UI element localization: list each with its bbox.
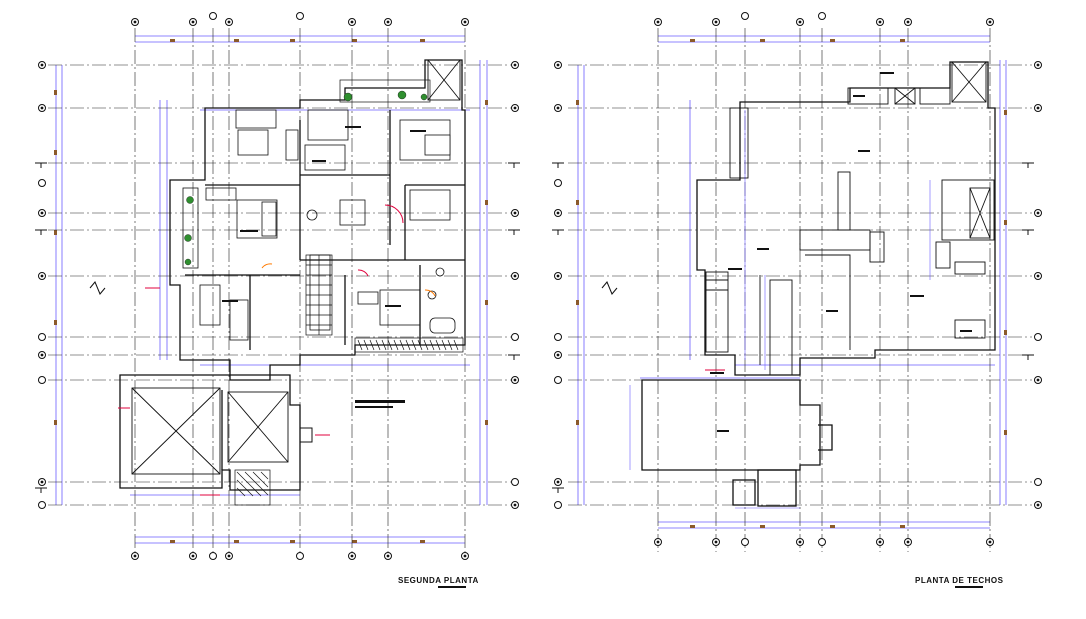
- note-block: [299, 400, 405, 443]
- plan-title-segunda-planta: SEGUNDA PLANTA: [398, 576, 479, 588]
- level-markers: [35, 162, 520, 493]
- axis-lines-right: [568, 28, 1032, 552]
- dimension-ticks-right: [576, 39, 1007, 528]
- plan-segunda-planta: [35, 12, 520, 560]
- plan-title-planta-de-techos: PLANTA DE TECHOS: [915, 576, 1003, 588]
- red-markers: [118, 287, 330, 496]
- door-swings: [261, 204, 436, 297]
- roof-elements: [705, 61, 995, 376]
- axis-bubble-cores-right: [556, 20, 1040, 544]
- title-underline: [438, 586, 466, 588]
- axis-lines: [48, 28, 512, 552]
- stair: [305, 254, 333, 336]
- axis-bubble-cores: [40, 20, 517, 558]
- furniture: [182, 109, 456, 341]
- terrace-hatch: [234, 79, 464, 506]
- plants: [184, 90, 428, 266]
- open-areas: [131, 59, 461, 475]
- axis-bubbles-right: [554, 12, 1042, 546]
- roof-label-marks: [710, 72, 972, 432]
- dimension-ticks: [54, 39, 488, 543]
- roof-dims: [629, 110, 931, 509]
- axis-bubbles: [38, 12, 519, 560]
- plan-title-text: SEGUNDA PLANTA: [398, 576, 479, 585]
- level-markers-right: [552, 162, 1034, 493]
- room-label-marks: [222, 126, 426, 307]
- plan-title-text: PLANTA DE TECHOS: [915, 576, 1004, 585]
- title-underline: [955, 586, 983, 588]
- plan-planta-de-techos: [552, 12, 1042, 552]
- building-walls: [119, 59, 466, 491]
- roof-outline: [641, 61, 996, 507]
